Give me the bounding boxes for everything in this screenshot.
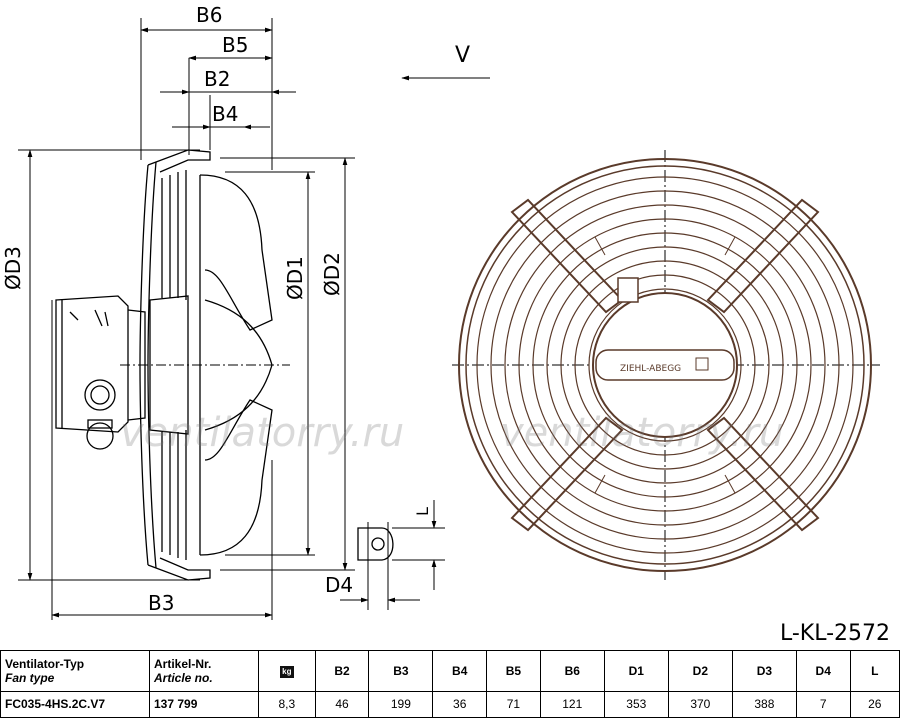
cell-fan-type: FC035-4HS.2C.V7: [0, 690, 150, 718]
header-b5: B5: [486, 650, 541, 692]
header-d1: D1: [603, 650, 669, 692]
dim-d3-label: ØD3: [1, 246, 25, 290]
cell-d4: 7: [795, 690, 851, 718]
view-arrow-label: V: [455, 43, 470, 68]
header-b3: B3: [368, 650, 434, 692]
side-view: B6 B5 B2 B4 ØD3 ØD1 ØD2 B3: [1, 3, 355, 620]
cell-b5: 71: [486, 690, 541, 718]
header-d4: D4: [795, 650, 851, 692]
cell-d1: 353: [603, 690, 669, 718]
cell-l: 26: [849, 690, 900, 718]
cell-d2: 370: [667, 690, 733, 718]
brand-label: ZIEHL-ABEGG: [620, 364, 681, 374]
header-b4: B4: [432, 650, 488, 692]
header-article-no: Artikel-Nr. Article no.: [149, 650, 259, 692]
dim-b5-label: B5: [222, 33, 248, 57]
header-b6: B6: [539, 650, 605, 692]
cell-b6: 121: [539, 690, 605, 718]
dim-b3-label: B3: [148, 591, 174, 615]
fixing-detail: D4 L: [325, 500, 445, 610]
front-motor-hub: ZIEHL-ABEGG: [592, 277, 738, 438]
dim-b2-label: B2: [204, 67, 230, 91]
front-view: ZIEHL-ABEGG: [452, 150, 880, 580]
side-grille-lines: [161, 170, 187, 560]
dim-l-label: L: [413, 507, 432, 516]
cell-article-no: 137 799: [149, 690, 259, 718]
header-b2: B2: [314, 650, 370, 692]
header-fan-type: Ventilator-Typ Fan type: [0, 650, 150, 692]
header-d2: D2: [667, 650, 733, 692]
technical-drawing: B6 B5 B2 B4 ØD3 ØD1 ØD2 B3: [1, 3, 890, 646]
dim-d1-label: ØD1: [283, 256, 307, 300]
drawing-number: L-KL-2572: [780, 621, 890, 646]
cell-weight: 8,3: [258, 690, 316, 718]
header-l: L: [849, 650, 900, 692]
weight-icon: kg: [280, 666, 294, 679]
cell-b4: 36: [432, 690, 488, 718]
front-grille-rings: [458, 158, 872, 572]
specification-table: Ventilator-Typ Fan type Artikel-Nr. Arti…: [0, 650, 900, 718]
view-arrow: V: [401, 43, 490, 81]
cell-b3: 199: [368, 690, 434, 718]
header-weight: kg: [258, 650, 316, 692]
table-row: FC035-4HS.2C.V7 137 799 8,3 46 199 36 71…: [0, 690, 900, 718]
front-grille-spokes: [594, 236, 736, 494]
dim-d2-label: ØD2: [320, 252, 344, 296]
header-d3: D3: [731, 650, 797, 692]
cell-b2: 46: [314, 690, 370, 718]
table-header-row: Ventilator-Typ Fan type Artikel-Nr. Arti…: [0, 650, 900, 692]
cell-d3: 388: [731, 690, 797, 718]
front-support-struts: [510, 198, 820, 532]
dim-d4-label: D4: [325, 573, 353, 597]
dim-b6-label: B6: [196, 3, 222, 27]
dim-b4-label: B4: [212, 102, 238, 126]
